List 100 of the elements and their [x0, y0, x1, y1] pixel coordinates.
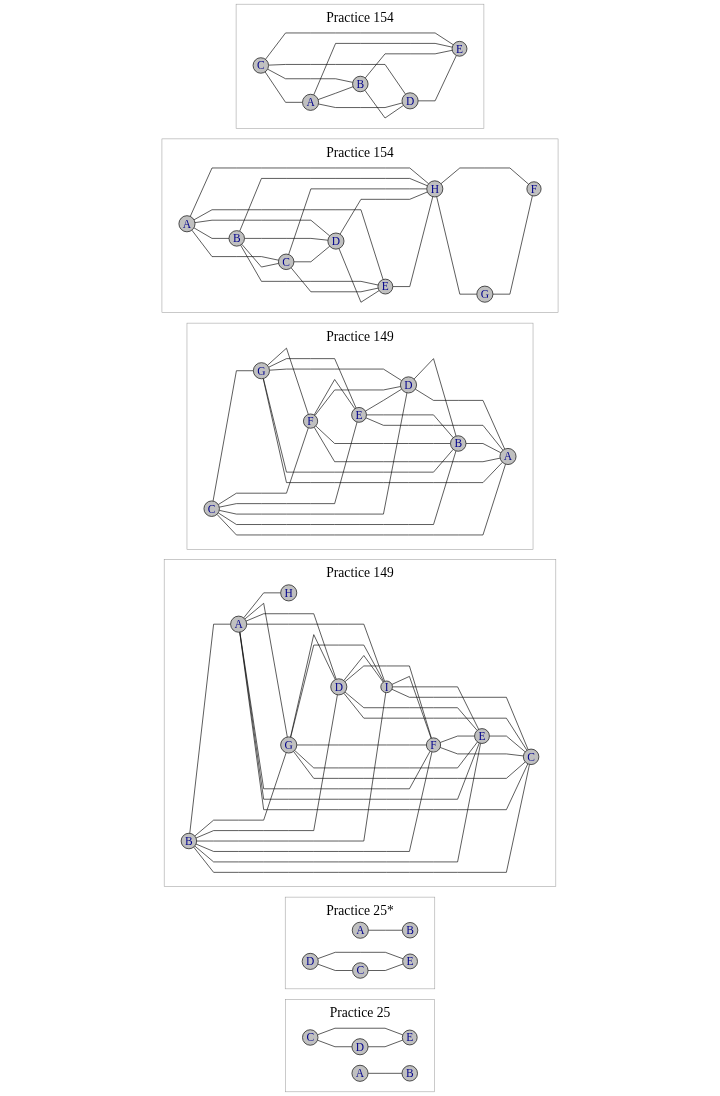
connector	[366, 414, 454, 438]
connector	[314, 386, 401, 416]
connector	[293, 245, 331, 263]
node-circle: A	[230, 615, 248, 633]
connector	[317, 1027, 404, 1036]
connector	[194, 219, 331, 237]
connector	[318, 102, 403, 108]
connector	[392, 196, 434, 287]
connector	[218, 392, 408, 515]
connector	[317, 951, 404, 960]
connector	[194, 743, 481, 863]
node-circle: E	[402, 953, 418, 970]
node-circle: H	[280, 584, 298, 602]
connector	[239, 178, 428, 232]
connector	[267, 347, 309, 415]
connector	[240, 244, 379, 286]
connector	[243, 592, 281, 619]
connector	[313, 426, 501, 463]
node-circle: E	[451, 40, 468, 57]
node-circle: A	[178, 215, 196, 233]
connector	[290, 634, 336, 738]
node-circle: C	[302, 1029, 319, 1046]
connector	[293, 751, 526, 779]
connector	[239, 631, 480, 800]
connector	[217, 450, 457, 525]
connector	[317, 1039, 353, 1048]
node-circle: C	[252, 57, 269, 74]
connector	[241, 243, 279, 268]
node-circle: E	[351, 407, 367, 423]
connector	[315, 425, 451, 444]
connector	[492, 195, 533, 295]
connector	[212, 370, 254, 502]
connector	[196, 692, 387, 842]
connector	[193, 227, 230, 239]
node-circle: F	[426, 737, 441, 753]
node-circle: B	[401, 1065, 418, 1082]
connector	[367, 1072, 403, 1074]
connector	[364, 49, 453, 79]
connector	[216, 463, 506, 536]
connector	[264, 71, 303, 103]
connector	[465, 443, 502, 454]
connector	[189, 623, 231, 834]
connector	[392, 686, 480, 730]
node-circle: C	[352, 962, 369, 979]
node-circle: E	[377, 278, 394, 295]
node-circle: C	[278, 253, 295, 270]
connector	[440, 167, 529, 185]
node-circle: C	[203, 500, 220, 517]
node-circle: F	[303, 413, 319, 429]
connector	[391, 688, 529, 750]
connector	[367, 963, 404, 971]
connector	[339, 191, 428, 235]
node-circle: G	[280, 736, 298, 754]
connector	[417, 55, 457, 102]
connector	[413, 358, 457, 437]
node-circle: C	[522, 748, 540, 765]
node-circle: B	[401, 922, 419, 939]
node-circle: E	[401, 1029, 418, 1046]
connector	[195, 694, 338, 839]
connector	[246, 623, 385, 682]
connector	[265, 32, 454, 60]
node-circle: A	[499, 448, 517, 465]
node-circle: A	[351, 921, 369, 939]
node-circle: D	[400, 376, 417, 394]
connector	[244, 602, 288, 738]
connector	[439, 735, 475, 743]
connector	[194, 752, 287, 837]
connector	[244, 238, 329, 241]
connector	[296, 744, 427, 746]
connector	[268, 358, 357, 409]
connector	[245, 613, 337, 680]
node-circle: D	[327, 232, 345, 250]
connector	[439, 747, 524, 757]
connector	[290, 267, 379, 293]
node-circle: D	[330, 678, 348, 696]
node-circle: D	[401, 92, 419, 110]
node-circle: E	[474, 728, 490, 744]
node-circle: A	[351, 1064, 369, 1082]
connector	[195, 751, 433, 852]
node-circle: F	[526, 181, 542, 197]
connector	[193, 764, 530, 873]
connector	[344, 665, 432, 739]
connector	[317, 86, 354, 100]
node-circle: I	[380, 680, 393, 694]
connector	[217, 427, 309, 505]
node-circle: D	[301, 952, 319, 970]
node-circle: G	[476, 285, 494, 303]
connector	[239, 631, 431, 790]
connector	[193, 209, 384, 280]
connector	[267, 68, 354, 83]
connector	[391, 676, 432, 739]
connector	[489, 735, 526, 753]
connector	[338, 248, 380, 303]
connector	[239, 631, 529, 811]
connector	[367, 1039, 404, 1048]
connector	[218, 421, 358, 508]
node-circle: D	[351, 1038, 369, 1056]
connector	[269, 368, 402, 381]
connector	[368, 929, 403, 931]
node-circle: B	[450, 435, 467, 452]
